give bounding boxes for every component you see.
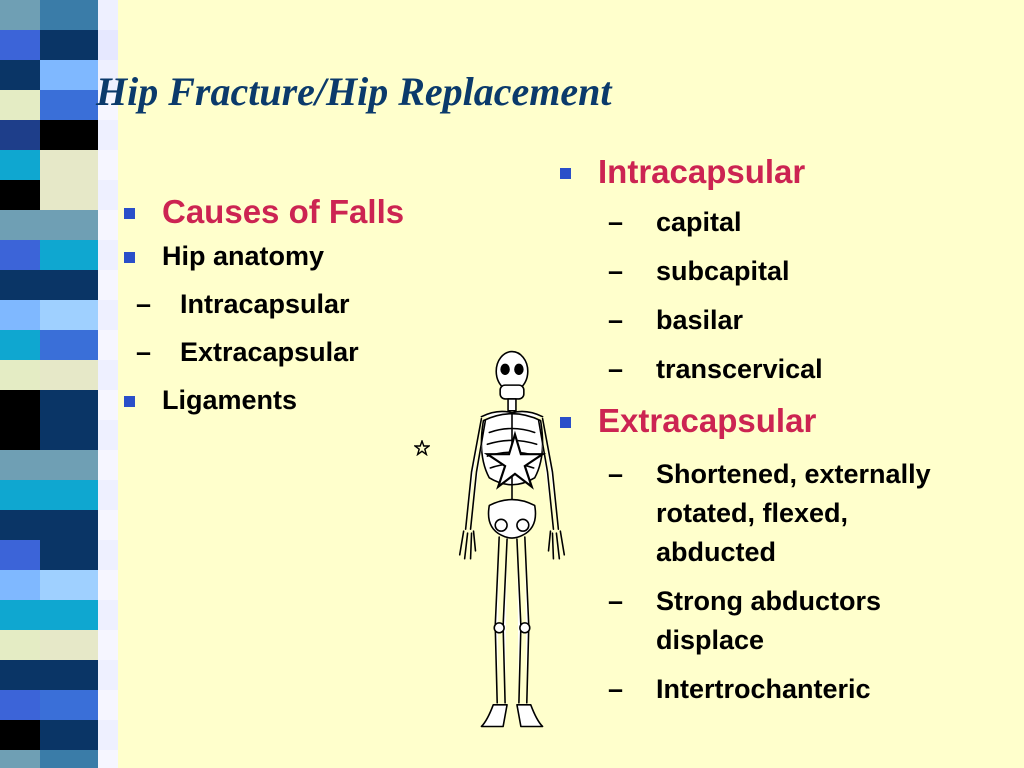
- decorative-stripe: [0, 0, 118, 768]
- list-item: Ligaments: [124, 384, 464, 416]
- list-item: Intracapsular: [560, 152, 1000, 192]
- right-bullet-list: Intracapsular – capital – subcapital – b…: [560, 152, 1000, 709]
- dash-icon: –: [608, 586, 624, 616]
- sub-item-label: Intertrochanteric: [656, 674, 871, 704]
- square-bullet-icon: [560, 168, 571, 179]
- slide-title: Hip Fracture/Hip Replacement: [96, 69, 612, 114]
- list-item: – Strong abductors displace: [608, 582, 956, 660]
- causes-of-falls-heading: Causes of Falls: [162, 193, 405, 230]
- sub-item-label: subcapital: [656, 256, 790, 286]
- intracapsular-heading: Intracapsular: [598, 153, 806, 190]
- sub-item-label: Intracapsular: [180, 289, 350, 319]
- sub-item-label: basilar: [656, 305, 744, 335]
- list-item: – capital: [608, 206, 1000, 238]
- list-item: – transcervical: [608, 353, 1000, 385]
- dash-icon: –: [608, 674, 624, 704]
- skeleton-illustration-icon: [458, 350, 566, 728]
- list-item: – Shortened, externally rotated, flexed,…: [608, 455, 956, 572]
- list-item: – subcapital: [608, 255, 1000, 287]
- sub-item-label: Shortened, externally rotated, flexed, a…: [656, 459, 931, 567]
- list-item: – Intertrochanteric: [608, 670, 986, 709]
- sub-item-label: Strong abductors displace: [656, 586, 882, 655]
- list-item: Extracapsular: [560, 401, 1000, 441]
- dash-icon: –: [608, 459, 624, 489]
- dash-icon: –: [608, 256, 624, 286]
- square-bullet-icon: [124, 208, 135, 219]
- square-bullet-icon: [124, 396, 135, 407]
- sub-item-label: Extracapsular: [180, 337, 359, 367]
- list-item: Causes of Falls: [124, 192, 464, 232]
- list-item: – Extracapsular: [136, 336, 464, 368]
- star-icon: [483, 430, 547, 490]
- square-bullet-icon: [124, 252, 135, 263]
- extracapsular-heading: Extracapsular: [598, 402, 817, 439]
- list-item: – basilar: [608, 304, 1000, 336]
- ligaments-label: Ligaments: [162, 385, 298, 415]
- dash-icon: –: [608, 354, 624, 384]
- list-item: – Intracapsular: [136, 288, 464, 320]
- sub-item-label: transcervical: [656, 354, 823, 384]
- square-bullet-icon: [560, 417, 571, 428]
- dash-icon: –: [608, 207, 624, 237]
- hip-anatomy-label: Hip anatomy: [162, 241, 325, 271]
- star-icon: [414, 440, 430, 456]
- sub-item-label: capital: [656, 207, 742, 237]
- dash-icon: –: [608, 305, 624, 335]
- left-bullet-list: Causes of Falls Hip anatomy – Intracapsu…: [124, 192, 464, 416]
- dash-icon: –: [136, 289, 152, 319]
- list-item: Hip anatomy: [124, 240, 464, 272]
- dash-icon: –: [136, 337, 152, 367]
